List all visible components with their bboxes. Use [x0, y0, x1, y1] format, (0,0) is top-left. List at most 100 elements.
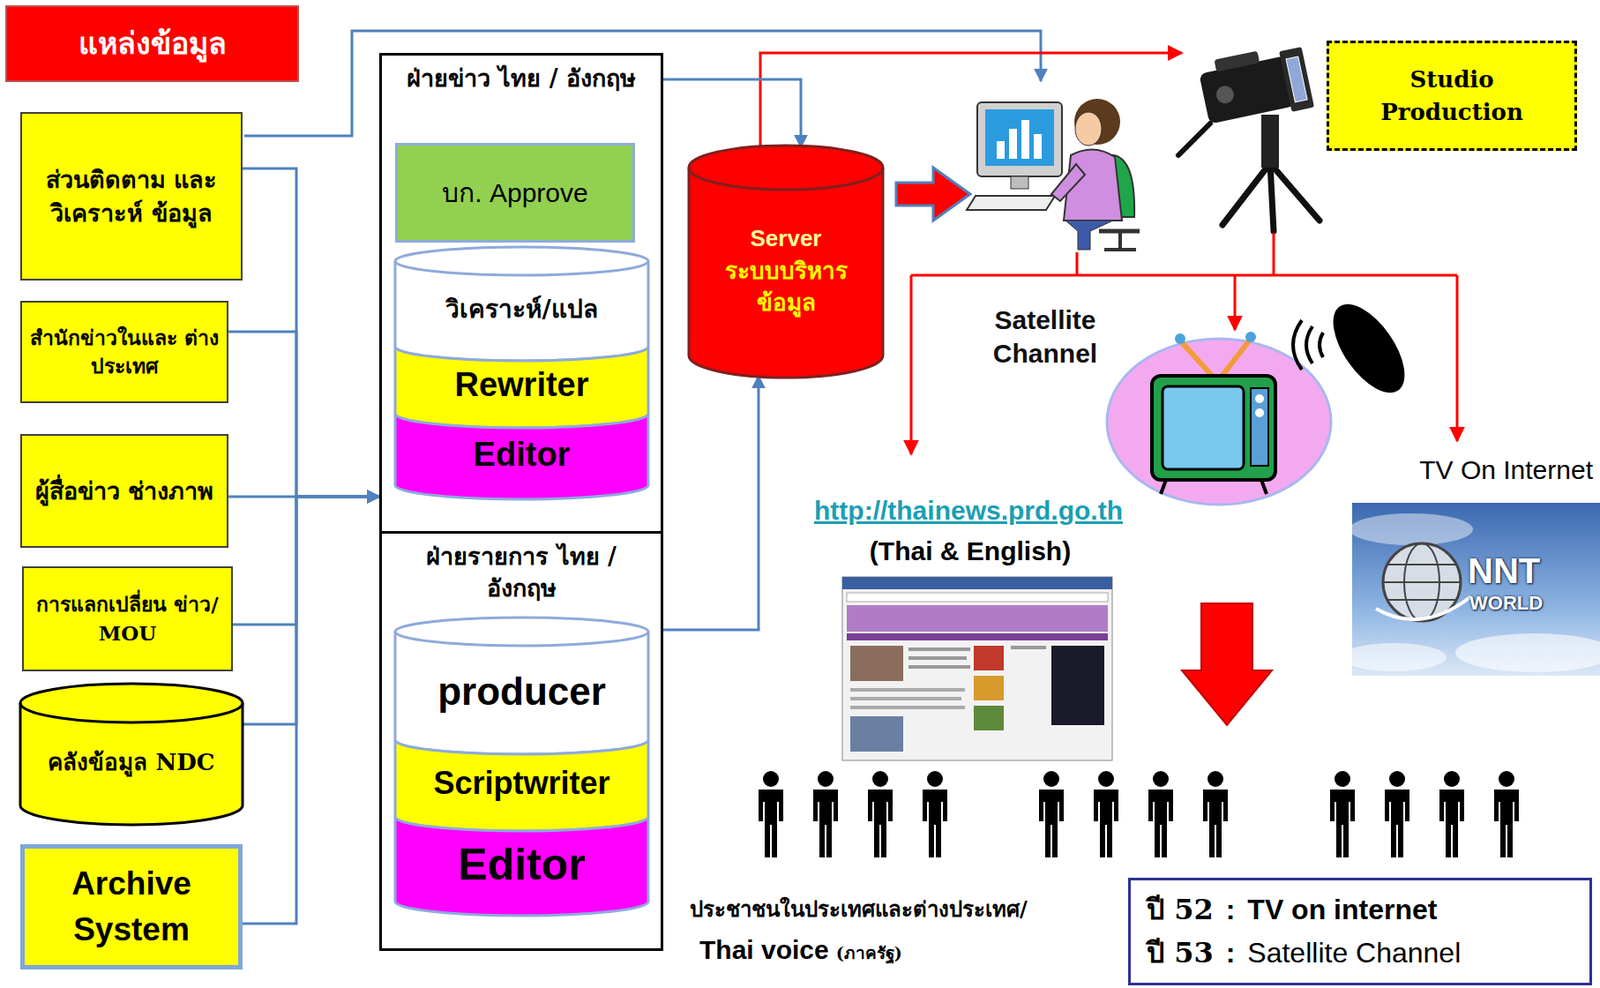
people-icons — [758, 770, 1519, 858]
camera-illustration — [1178, 41, 1320, 232]
flow-arrow — [228, 331, 380, 497]
website-screenshot — [842, 576, 1113, 590]
node-text: แหล่งข้อมูล — [14, 22, 291, 66]
node-text: ส่วนติดตาม และวิเคราะห์ ข้อมูล — [29, 163, 234, 231]
computer-user-illustration — [1065, 220, 1114, 250]
website-screenshot — [973, 675, 1004, 701]
people-icons — [758, 770, 784, 858]
computer-user-illustration — [1104, 231, 1137, 250]
data-store-cylinder: คลังข้อมูล NDC — [20, 683, 243, 825]
tv-illustration — [1245, 331, 1257, 343]
node-text: ผู้สื่อข่าว ช่างภาพ — [29, 474, 220, 509]
satellite-dish — [1293, 320, 1324, 370]
camera-illustration — [1261, 114, 1279, 168]
computer-user-illustration — [966, 195, 1055, 210]
studio-feed-line — [760, 52, 1182, 147]
node-text: สำนักข่าวในและ ต่างประเทศ — [29, 323, 220, 381]
channel-label: TV On Internet — [1372, 453, 1593, 487]
satellite-dish — [1319, 291, 1419, 404]
distribution-lines — [1456, 275, 1459, 442]
computer-user-illustration — [1009, 128, 1017, 159]
tv-illustration — [1250, 388, 1269, 466]
approval-box: บก. Approve — [395, 142, 636, 243]
website-screenshot — [850, 696, 962, 701]
role-band: วิเคราะห์/แปล — [395, 246, 649, 347]
audience-label: Thai voice — [699, 933, 830, 967]
text-group: การแลกเปลี่ยน ข่าว/ MOU — [30, 590, 225, 647]
people-icons — [867, 770, 893, 858]
text-group: Archive System — [31, 860, 232, 953]
cylinder-outline — [395, 617, 649, 755]
role-band: Scriptwriter — [395, 740, 649, 817]
text-group: Studio Production — [1336, 63, 1568, 128]
nnt-logo-image — [1340, 502, 1600, 676]
audience-label: ประชาชนในประเทศและต่างประเทศ/ — [689, 896, 1114, 923]
flow-arrow — [242, 496, 380, 924]
distribution-lines — [1233, 275, 1237, 330]
text-group: คลังข้อมูล NDC — [29, 746, 234, 778]
tv-illustration — [1174, 333, 1186, 344]
server-cylinder: Serverระบบบริหาร ข้อมูล — [688, 145, 883, 378]
block-arrow — [896, 167, 971, 221]
flow-arrow — [242, 496, 380, 725]
role-band: producer — [395, 617, 649, 741]
source-box: สำนักข่าวในและ ต่างประเทศ — [20, 300, 229, 404]
website-screenshot — [850, 687, 965, 692]
block-arrow — [896, 167, 971, 221]
node-text: ฝ่ายรายการ ไทย / อังกฤษ — [388, 540, 654, 606]
computer-user-illustration — [966, 98, 1140, 250]
department-section: ฝ่ายรายการ ไทย / อังกฤษ producerScriptwri… — [379, 530, 664, 951]
satellite-dish — [1293, 291, 1419, 404]
text-group: วิเคราะห์/แปล — [403, 291, 640, 327]
text-group: ฝ่ายรายการ ไทย / อังกฤษ — [388, 540, 654, 606]
cylinder-outline — [395, 816, 649, 916]
tv-illustration — [1162, 386, 1244, 470]
tv-illustration — [1160, 479, 1267, 494]
studio-box: Studio Production — [1326, 40, 1578, 151]
node-text: การแลกเปลี่ยน ข่าว/ MOU — [30, 590, 225, 647]
website-screenshot — [846, 605, 1108, 632]
distribution-lines — [911, 232, 1458, 276]
source-box: การแลกเปลี่ยน ข่าว/ MOU — [22, 566, 233, 672]
text-group: producer — [403, 664, 640, 719]
cylinder-rim — [395, 261, 649, 276]
language-label: (Thai & English) — [776, 534, 1165, 569]
website-screenshot — [850, 705, 965, 710]
camera-illustration — [1213, 51, 1260, 73]
computer-user-illustration — [1075, 112, 1102, 146]
cylinder-outline — [20, 683, 243, 825]
computer-user-illustration — [1021, 119, 1030, 159]
camera-illustration — [1222, 163, 1320, 232]
text-group: ผู้สื่อข่าว ช่างภาพ — [29, 474, 220, 509]
node-text: ปี 52 — [1146, 889, 1214, 930]
department-section: ฝ่ายข่าว ไทย / อังกฤษบก. Approveวิเคราะห… — [379, 52, 664, 534]
people-icons — [1384, 770, 1410, 858]
camera-illustration — [1278, 46, 1315, 113]
text-group: Editor — [403, 833, 640, 896]
website-screenshot — [850, 645, 904, 681]
tv-illustration — [1106, 331, 1331, 505]
people-icons — [922, 770, 948, 858]
text-group: ปี 52:TV on internetปี 53:Satellite Chan… — [1146, 889, 1574, 973]
node-text: : — [1226, 933, 1236, 973]
text-group: Scriptwriter — [403, 761, 640, 806]
node-text: Editor — [403, 833, 640, 896]
node-text: ปี 53 — [1146, 933, 1214, 973]
url-label: http://thainews.prd.go.th — [765, 493, 1172, 528]
text-group: Editor — [403, 431, 640, 479]
studio-feed-line — [760, 52, 1182, 147]
computer-user-illustration — [1010, 176, 1029, 189]
node-text: Studio Production — [1372, 63, 1532, 128]
website-screenshot — [1010, 645, 1047, 650]
camera-illustration — [1285, 56, 1308, 103]
website-screenshot — [842, 576, 1113, 761]
cylinder-outline — [395, 246, 649, 361]
flow-arrow — [663, 375, 759, 630]
website-screenshot — [1051, 645, 1105, 726]
website-screenshot — [973, 645, 1004, 671]
people-icons — [1039, 770, 1064, 858]
node-text: วิเคราะห์/แปล — [403, 291, 640, 327]
channel-label: Satellite Channel — [970, 303, 1121, 370]
cylinder-outline — [688, 145, 883, 378]
audience-label: (ภาครัฐ) — [836, 942, 903, 965]
